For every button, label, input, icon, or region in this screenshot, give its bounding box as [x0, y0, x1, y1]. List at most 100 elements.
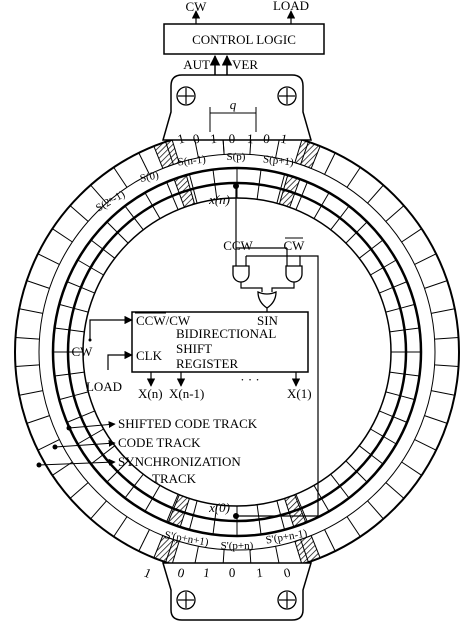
top-readhead-body: [162, 74, 312, 141]
code-track-division: [400, 395, 415, 401]
sync-track-division: [52, 228, 73, 243]
shifted-track-division: [276, 188, 282, 204]
top-bit-cell: 1: [279, 131, 288, 147]
shifted-track-division: [73, 307, 89, 313]
register-title-2: SHIFT: [176, 341, 212, 356]
sync-track-division: [26, 280, 50, 289]
clk-label: CLK: [136, 348, 163, 363]
sync-track-division: [324, 152, 336, 175]
sync-track-division: [401, 228, 422, 243]
control-logic: CONTROL LOGIC CW LOAD AUT VER: [163, 0, 325, 75]
x1-output-label: X(1): [287, 386, 312, 401]
code-track-division: [124, 485, 135, 499]
sync-track-division: [26, 415, 50, 424]
shifted-track-division: [385, 307, 401, 313]
sync-track-division: [15, 337, 40, 340]
code-track-division: [106, 471, 118, 483]
screw-icon: [277, 590, 297, 610]
bottom-readhead-body: [161, 562, 313, 621]
shifted-track-division: [276, 500, 282, 516]
cw-output-label: CW: [186, 0, 208, 14]
sync-track-division: [138, 152, 150, 175]
shift-register: CCW/CW SIN BIDIRECTIONAL SHIFT REGISTER …: [72, 311, 312, 401]
code-track-division: [404, 373, 420, 377]
sync-track-division: [434, 337, 459, 340]
sync-track-leader: [38, 458, 116, 466]
xn-junction-dot: [233, 183, 239, 189]
sin-label: SIN: [257, 313, 279, 328]
code-track-division: [280, 174, 286, 189]
code-track-division: [59, 395, 74, 401]
shifted-track-division: [117, 460, 129, 472]
sync-track-division: [431, 308, 455, 314]
shifted-track-division: [379, 286, 394, 294]
sync-track-division: [414, 439, 437, 451]
sync-track-division: [346, 516, 361, 537]
sync-track-division: [37, 439, 60, 451]
sync-track-division: [324, 529, 336, 552]
shifted-track-division: [345, 232, 357, 244]
shifted-track-division: [295, 195, 303, 210]
bottom-bit-cell: 1: [202, 565, 210, 581]
cell-sn1: S(n-1): [177, 154, 207, 169]
shifted-track-leader: [68, 421, 116, 429]
shifted-track-division: [171, 494, 179, 509]
cw-external-input: CW: [72, 344, 94, 359]
screw-icon: [277, 86, 297, 106]
code-track-division: [188, 174, 194, 189]
clk-input-wire: [107, 350, 133, 370]
shifted-track-division: [192, 188, 198, 204]
sync-track-division: [434, 364, 459, 367]
cell-s0: S(0): [139, 169, 160, 185]
control-logic-title: CONTROL LOGIC: [192, 32, 296, 47]
top-bit-cell: 0: [192, 131, 201, 147]
sync-track-division: [385, 482, 405, 499]
bottom-bit-cell: 0: [229, 565, 236, 580]
x0-wire: [236, 255, 319, 517]
shifted-track-division: [171, 195, 179, 210]
code-track-division: [77, 436, 91, 445]
load-output-label: LOAD: [273, 0, 309, 13]
ccw-cw-input-wire: [89, 315, 133, 340]
code-track-division: [383, 259, 397, 268]
bottom-bit-cell: 0: [176, 565, 186, 581]
ccw-gate-label: CCW: [223, 238, 253, 253]
shifted-track-division: [295, 494, 303, 509]
shifted-track-division: [214, 504, 218, 520]
sync-track-division: [367, 500, 384, 520]
bottom-bit-cell: 1: [256, 565, 264, 581]
cell-s2n1: S(2ⁿ-1): [94, 188, 128, 214]
sync-track-division: [424, 415, 448, 424]
shifted-track-division: [214, 184, 218, 200]
screw-icon: [176, 590, 196, 610]
code-track-division: [106, 221, 118, 233]
code-track-division: [356, 221, 368, 233]
shifted-track-division: [389, 371, 405, 375]
shifted-track-division: [152, 485, 161, 499]
and-gate-ccw: [232, 265, 250, 283]
code-track-division: [339, 485, 350, 499]
cw-load-junction: [88, 338, 92, 342]
sync-track-division: [401, 461, 422, 476]
code-track-division: [392, 281, 408, 288]
shifted-track-division: [90, 267, 104, 276]
load-external-input: LOAD: [86, 379, 122, 394]
cell-spn: S'(p+n): [221, 540, 254, 552]
bottom-bit-cell: 0: [282, 565, 292, 581]
shifted-track-division: [80, 410, 95, 418]
code-track-division: [321, 498, 330, 512]
shifted-track-division: [389, 329, 405, 333]
code-track-division: [144, 498, 153, 512]
xn1-output-label: X(n-1): [169, 386, 204, 401]
code-track-division: [212, 519, 216, 535]
sync-track-division: [90, 500, 107, 520]
top-bit-cell: 0: [262, 131, 270, 147]
sync-track-division: [113, 516, 128, 537]
shifted-track-division: [80, 286, 95, 294]
code-track-division: [54, 327, 70, 331]
code-track-division: [370, 454, 384, 465]
code-track-division: [356, 471, 368, 483]
control-logic-box: [163, 23, 325, 55]
sync-track-boundary: [38, 153, 436, 551]
